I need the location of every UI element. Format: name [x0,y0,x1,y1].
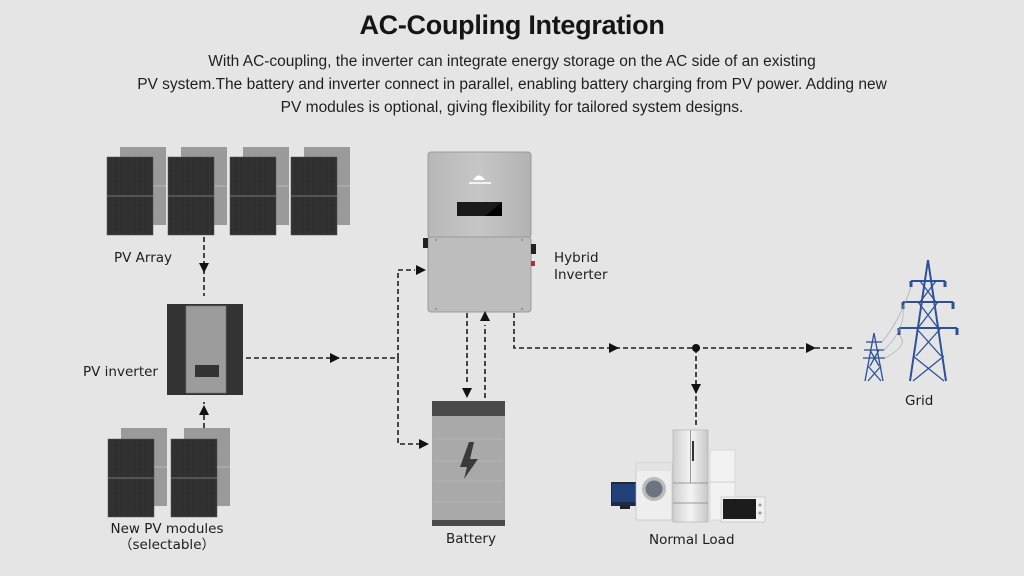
arrow-down-icon [199,263,209,273]
description-line-2: PV system.The battery and inverter conne… [137,76,887,93]
new-pv-modules-label-line-2: （selectable） [118,537,215,553]
large-tower-icon [897,259,959,382]
lightning-bolt-icon [460,442,478,479]
page-title: AC-Coupling Integration [359,10,665,40]
line-hybrid-to-grid [513,313,852,349]
hybrid-inverter-label: Hybrid Inverter [554,250,608,284]
grid-label: Grid [905,393,934,409]
solar-panel-icon [290,147,350,236]
arrows [199,263,816,449]
description: With AC-coupling, the inverter can integ… [60,50,964,119]
line-junction-to-battery [397,358,420,445]
arrow-right-icon [330,353,340,363]
arrow-right-icon [419,439,429,449]
normal-load-icon [611,429,766,523]
solar-panel-icon [229,147,289,236]
refrigerator-icon [672,429,709,523]
junction-dot [692,344,700,352]
new-pv-modules-icon [107,428,230,518]
battery-icon [432,401,505,526]
solar-panel-icon [107,428,167,518]
pv-inverter-label: PV inverter [83,364,158,380]
arrow-up-icon [199,405,209,415]
description-line-3: PV modules is optional, giving flexibili… [280,99,744,116]
solar-panel-icon [170,428,230,518]
arrow-right-icon [806,343,816,353]
solar-panel-icon [167,147,227,236]
description-line-1: With AC-coupling, the inverter can integ… [208,53,816,70]
arrow-right-icon [416,265,426,275]
pv-array-icon [106,147,350,236]
arrow-up-icon [480,311,490,321]
hybrid-inverter-icon [423,151,536,313]
small-tower-icon [863,332,885,382]
pv-array-label: PV Array [114,250,173,266]
grid-tower-icon [863,259,959,382]
tv-icon [611,482,638,509]
solar-panel-icon [106,147,166,236]
battery-label: Battery [446,531,496,547]
washing-machine-icon [635,462,673,521]
arrow-right-icon [609,343,619,353]
new-pv-modules-label-line-1: New PV modules [110,521,224,537]
microwave-icon [720,496,766,523]
line-junction-to-hybrid [397,269,415,358]
pv-inverter-icon [167,304,243,395]
normal-load-label: Normal Load [649,532,735,548]
new-pv-modules-label: New PV modules （selectable） [102,521,232,553]
arrow-down-icon [691,384,701,394]
arrow-down-icon [462,388,472,398]
hybrid-inverter-label-line-2: Inverter [554,267,608,283]
hybrid-inverter-label-line-1: Hybrid [554,250,599,266]
